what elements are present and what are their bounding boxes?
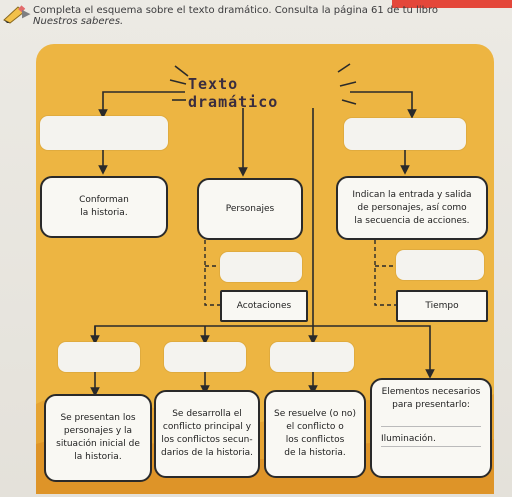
top-accent-stripe [392, 0, 512, 8]
blank-box-right-dashed[interactable] [396, 250, 484, 280]
blank-box-middle-dashed[interactable] [220, 252, 302, 282]
box-indican: Indican la entrada y salida de personaje… [336, 176, 488, 240]
instruction-source: Nuestros saberes. [33, 16, 124, 27]
blank-box-bottom-1[interactable] [58, 342, 140, 372]
box-acotaciones: Acotaciones [220, 290, 308, 322]
blank-box-bottom-2[interactable] [164, 342, 246, 372]
box-personajes: Personajes [197, 178, 303, 240]
blank-box-left[interactable] [40, 116, 168, 150]
elementos-title: Elementos necesarios para presentarlo: [381, 387, 481, 410]
box-planteamiento: Se presentan los personajes y la situaci… [44, 394, 152, 482]
box-tiempo: Tiempo [396, 290, 488, 322]
elementos-item: Iluminación. [381, 433, 481, 447]
pencil-icon [3, 5, 26, 24]
elementos-answer-line [381, 412, 481, 427]
blank-box-right[interactable] [344, 118, 466, 150]
instruction-text: Completa el esquema sobre el texto dramá… [33, 5, 438, 16]
play-arrow-icon: ▶ [22, 7, 31, 20]
box-conforman: Conforman la historia. [40, 176, 168, 238]
box-nudo: Se desarrolla el conflicto principal y l… [154, 390, 260, 478]
box-elementos: Elementos necesarios para presentarlo: I… [370, 378, 492, 478]
blank-box-bottom-3[interactable] [270, 342, 354, 372]
box-desenlace: Se resuelve (o no) el conflicto o los co… [264, 390, 366, 478]
diagram-title: Texto dramático [188, 75, 279, 111]
